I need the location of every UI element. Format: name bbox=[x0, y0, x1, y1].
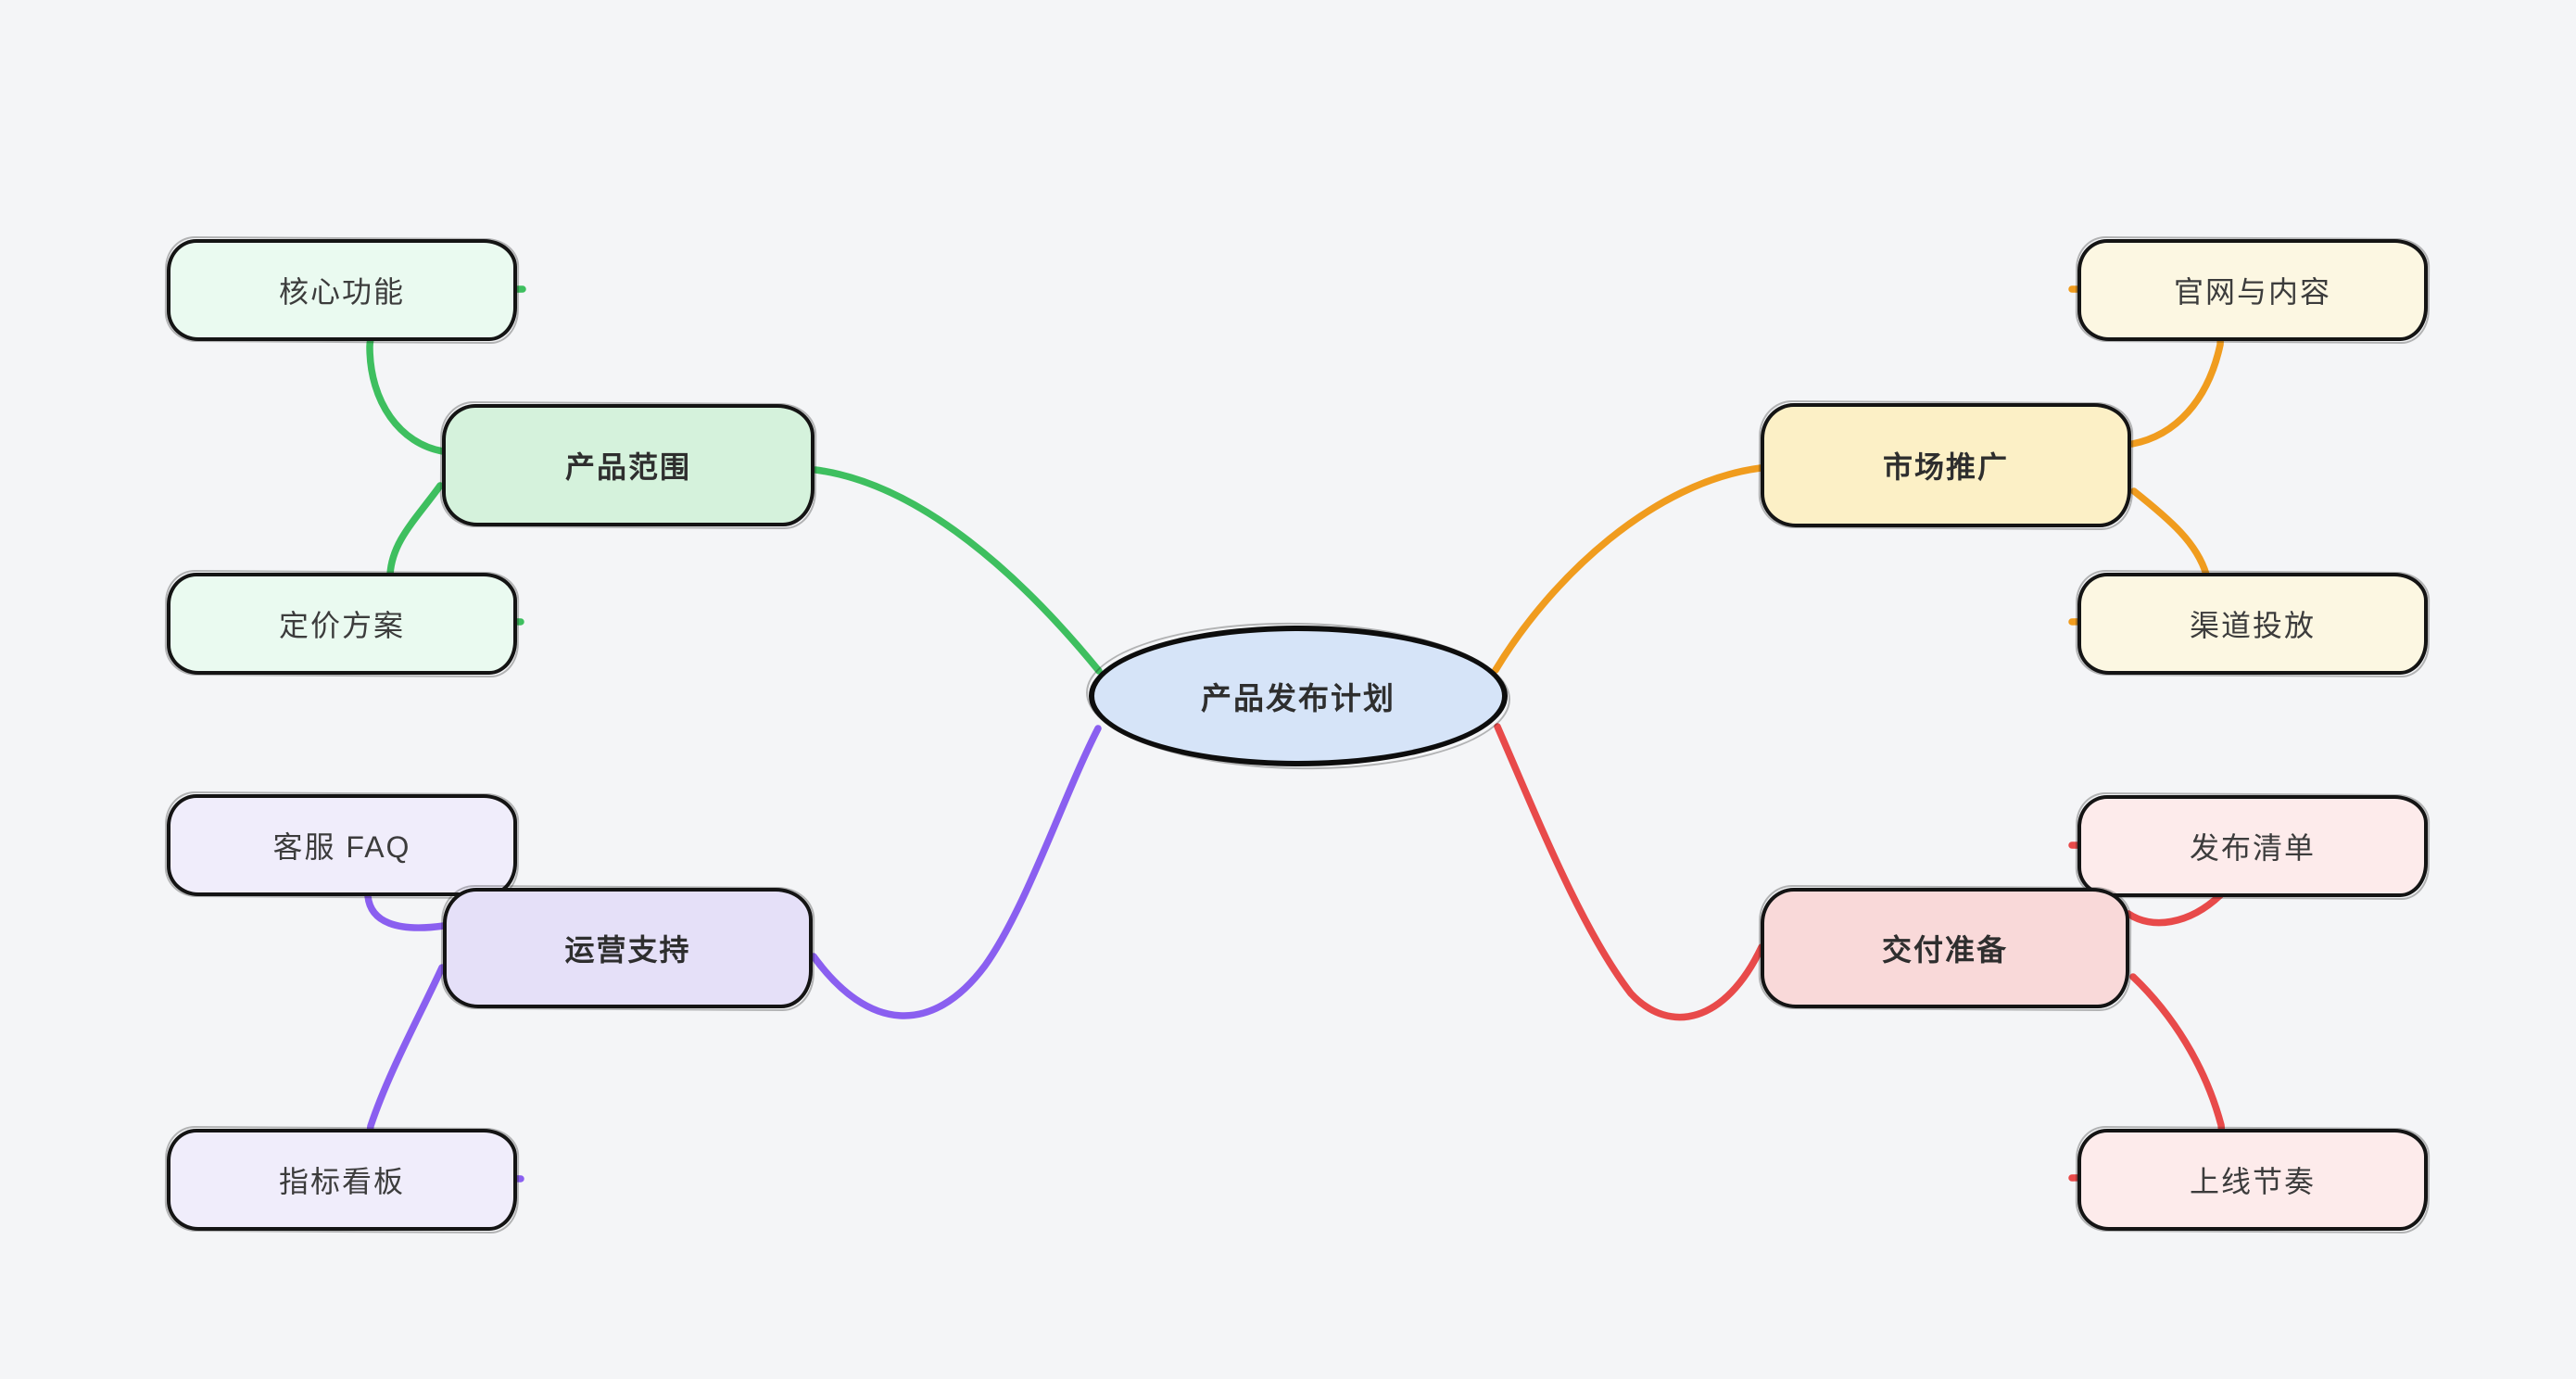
branch-marketing-label: 市场推广 bbox=[1882, 450, 2009, 484]
edge-root-delivery bbox=[1494, 723, 1765, 1021]
branch-marketing-node[interactable]: 市场推广 bbox=[1761, 403, 2131, 527]
leaf-pricing-plan-node[interactable]: 定价方案 bbox=[167, 573, 517, 675]
branch-product-scope-node[interactable]: 产品范围 bbox=[442, 404, 814, 526]
leaf-website-content-label: 官网与内容 bbox=[2173, 275, 2331, 309]
leaf-faq-label: 客服 FAQ bbox=[272, 830, 411, 864]
branch-product-scope-label: 产品范围 bbox=[564, 450, 691, 484]
leaf-metrics-dashboard-label: 指标看板 bbox=[278, 1165, 405, 1198]
leaf-website-content-node[interactable]: 官网与内容 bbox=[2077, 239, 2428, 341]
leaf-core-features-node[interactable]: 核心功能 bbox=[167, 239, 517, 341]
leaf-faq-node[interactable]: 客服 FAQ bbox=[167, 794, 517, 896]
leaf-launch-cadence-label: 上线节奏 bbox=[2189, 1165, 2316, 1198]
edge-root-operations bbox=[810, 725, 1102, 1019]
edge-root-marketing bbox=[1492, 464, 1764, 674]
root-topic-node[interactable]: 产品发布计划 bbox=[1089, 626, 1508, 766]
branch-delivery-node[interactable]: 交付准备 bbox=[1761, 888, 2129, 1008]
edge-operations-faq bbox=[364, 892, 448, 931]
leaf-channel-ads-label: 渠道投放 bbox=[2189, 609, 2316, 642]
leaf-core-features-label: 核心功能 bbox=[278, 275, 405, 309]
root-topic-label: 产品发布计划 bbox=[1201, 681, 1395, 715]
leaf-metrics-dashboard-node[interactable]: 指标看板 bbox=[167, 1129, 517, 1231]
leaf-channel-ads-node[interactable]: 渠道投放 bbox=[2077, 573, 2428, 675]
leaf-release-checklist-label: 发布清单 bbox=[2189, 831, 2316, 865]
branch-operations-label: 运营支持 bbox=[564, 933, 691, 967]
branch-operations-node[interactable]: 运营支持 bbox=[443, 888, 813, 1008]
leaf-pricing-plan-label: 定价方案 bbox=[278, 609, 405, 642]
leaf-launch-cadence-node[interactable]: 上线节奏 bbox=[2077, 1129, 2428, 1231]
leaf-release-checklist-node[interactable]: 发布清单 bbox=[2077, 795, 2428, 897]
edge-root-product-scope bbox=[812, 466, 1103, 675]
branch-delivery-label: 交付准备 bbox=[1881, 933, 2008, 967]
